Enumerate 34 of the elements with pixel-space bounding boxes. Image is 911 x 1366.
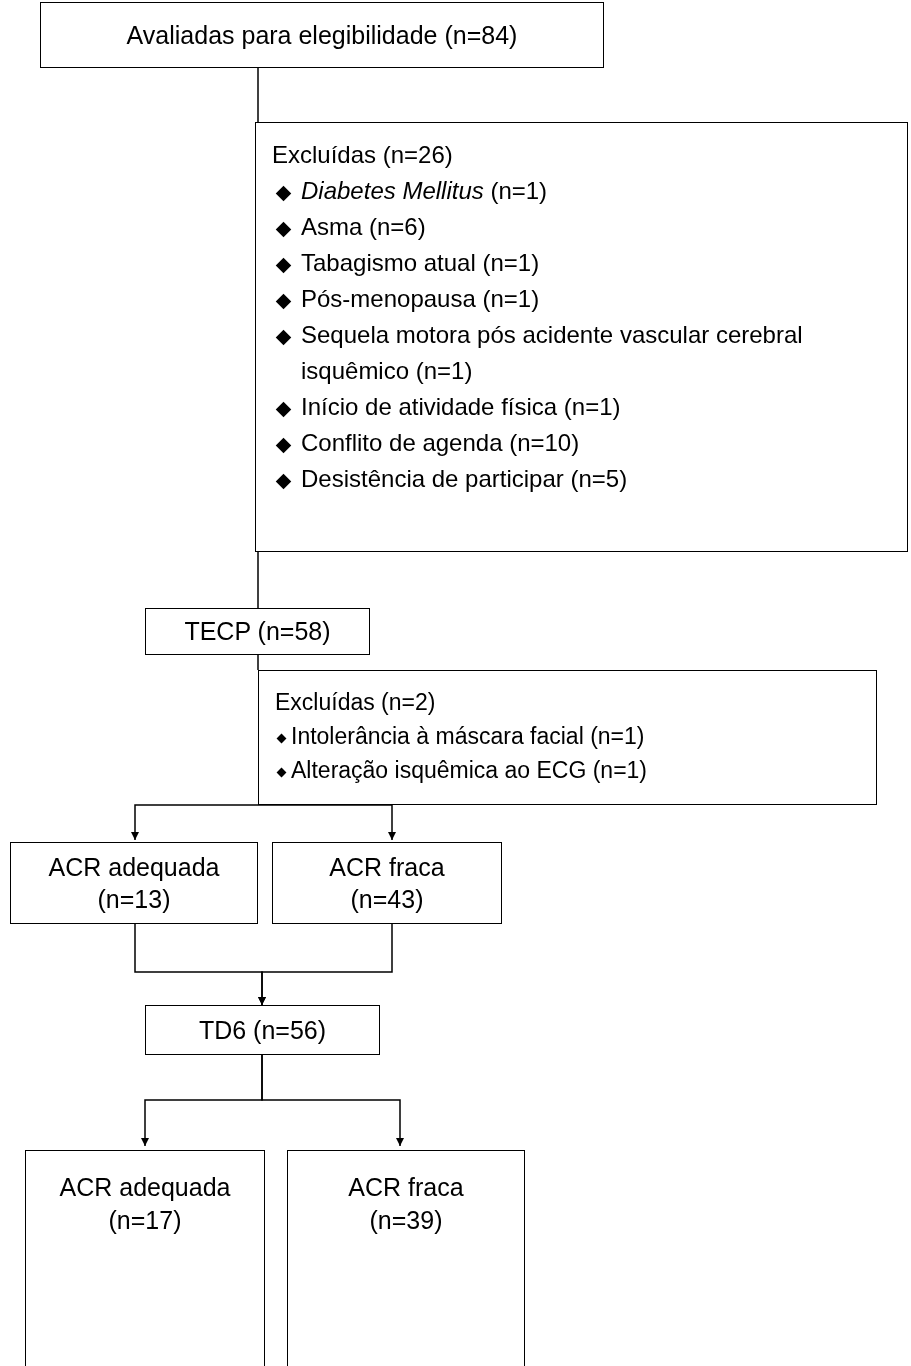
list-item-text: Pós-menopausa (n=1): [301, 284, 540, 314]
list-item-text: Tabagismo atual (n=1): [301, 248, 540, 278]
process-box: [145, 608, 370, 655]
list-item-text: Intolerância à máscara facial (n=1): [291, 722, 645, 751]
box-label: ACR fraca (n=39): [347, 1172, 465, 1236]
box-label: Avaliadas para elegibilidade (n=84): [126, 19, 518, 51]
list-item-text: Sequela motora pós acidente vascular cerebral isquêmico (n=1): [301, 320, 804, 386]
list-item-text: Conflito de agenda (n=10): [301, 428, 580, 458]
box-label: ACR fraca (n=43): [328, 851, 446, 915]
process-box: [258, 670, 877, 805]
list-item-text: Diabetes Mellitus (n=1): [301, 176, 548, 206]
box-label: TECP (n=58): [184, 616, 331, 648]
connector-line: [257, 551, 259, 609]
process-box: [40, 2, 604, 68]
heading-text: Excluídas (n=2): [275, 688, 436, 717]
arrow: [131, 804, 259, 841]
connector-line: [257, 654, 259, 671]
list-item-text: Início de atividade física (n=1): [301, 392, 621, 422]
arrow: [258, 923, 393, 1006]
box-label: TD6 (n=56): [198, 1014, 327, 1046]
arrow: [261, 1054, 404, 1147]
process-box: [272, 842, 502, 924]
box-label: ACR adequada (n=13): [47, 851, 221, 915]
heading-text: Excluídas (n=26): [272, 140, 453, 170]
process-box: [10, 842, 258, 924]
list-item-text: Desistência de participar (n=5): [301, 464, 628, 494]
process-box: [145, 1005, 380, 1055]
process-box: [25, 1150, 265, 1366]
list-item-text: Asma (n=6): [301, 212, 426, 242]
process-box: [255, 122, 908, 552]
process-box: [287, 1150, 525, 1366]
list-item-text: Alteração isquêmica ao ECG (n=1): [291, 756, 648, 785]
box-label: ACR adequada (n=17): [58, 1172, 232, 1236]
connector-line: [257, 67, 259, 123]
